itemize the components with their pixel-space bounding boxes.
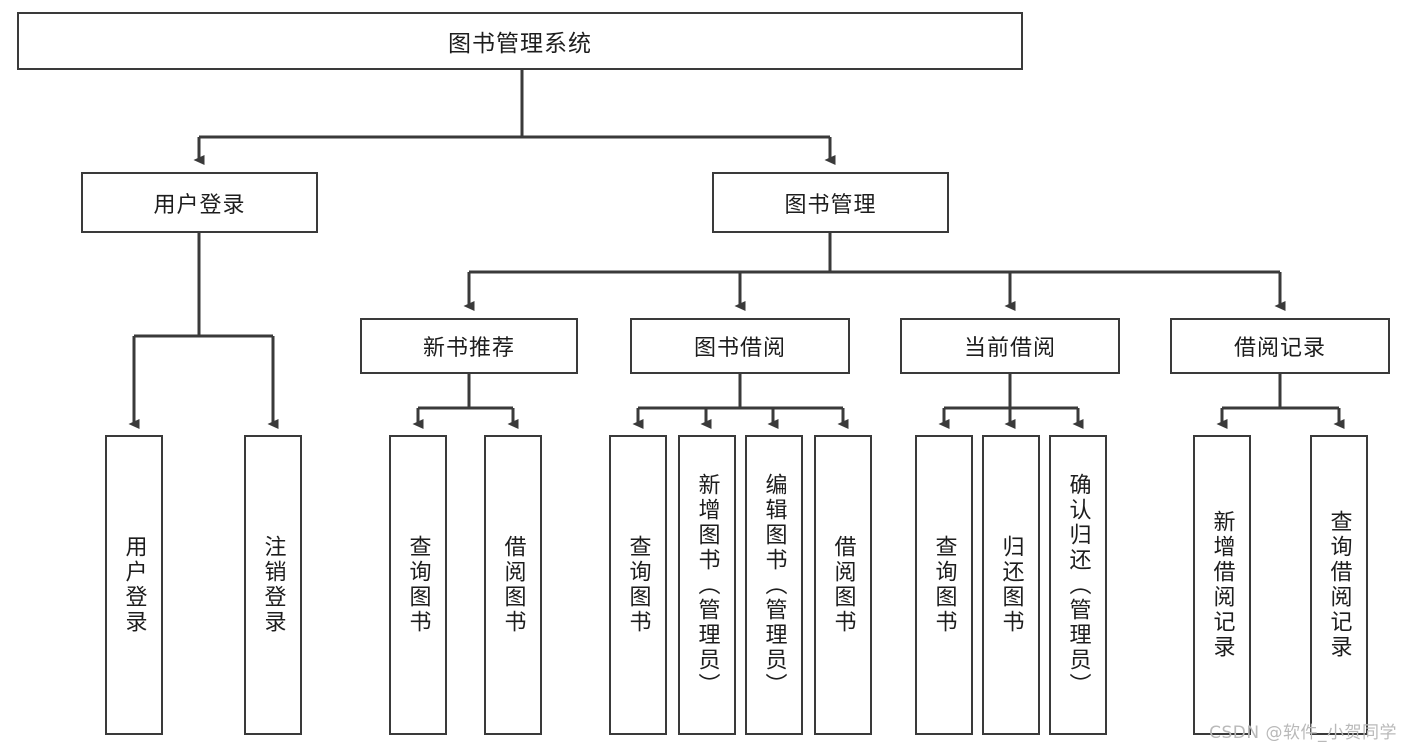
node-book-borrowing[interactable]: 图书借阅 [630, 318, 850, 374]
leaf-confirm-return-admin[interactable]: 确认归还（管理员） [1049, 435, 1107, 735]
node-book-management[interactable]: 图书管理 [712, 172, 949, 233]
leaf-query-books-current[interactable]: 查询图书 [915, 435, 973, 735]
node-borrow-records[interactable]: 借阅记录 [1170, 318, 1390, 374]
node-user-login[interactable]: 用户登录 [81, 172, 318, 233]
leaf-user-login[interactable]: 用户登录 [105, 435, 163, 735]
leaf-return-books[interactable]: 归还图书 [982, 435, 1040, 735]
leaf-query-books-borrow[interactable]: 查询图书 [609, 435, 667, 735]
leaf-query-books-new[interactable]: 查询图书 [389, 435, 447, 735]
leaf-edit-book-admin[interactable]: 编辑图书（管理员） [745, 435, 803, 735]
leaf-borrow-books-new[interactable]: 借阅图书 [484, 435, 542, 735]
leaf-add-book-admin[interactable]: 新增图书（管理员） [678, 435, 736, 735]
leaf-query-borrow-record[interactable]: 查询借阅记录 [1310, 435, 1368, 735]
node-current-borrowing[interactable]: 当前借阅 [900, 318, 1120, 374]
node-new-book-recommendation[interactable]: 新书推荐 [360, 318, 578, 374]
node-root-book-management-system[interactable]: 图书管理系统 [17, 12, 1023, 70]
leaf-add-borrow-record[interactable]: 新增借阅记录 [1193, 435, 1251, 735]
leaf-logout[interactable]: 注销登录 [244, 435, 302, 735]
csdn-watermark: CSDN @软件_小贺同学 [1209, 723, 1397, 743]
leaf-borrow-books[interactable]: 借阅图书 [814, 435, 872, 735]
